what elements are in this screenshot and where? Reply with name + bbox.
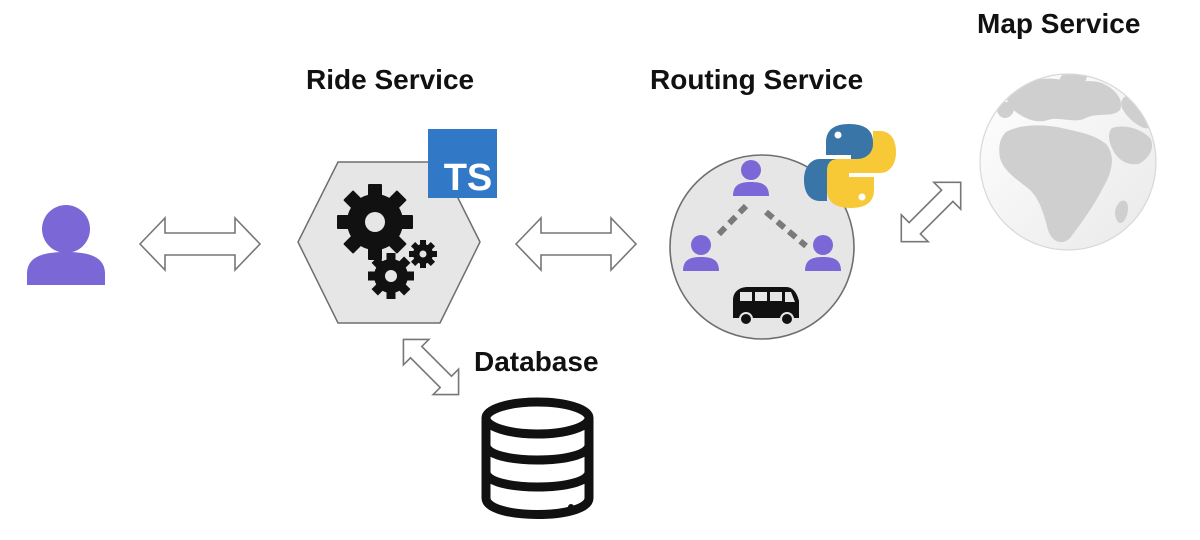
ride-service-title: Ride Service bbox=[306, 64, 475, 95]
rider-icon-top bbox=[733, 160, 769, 196]
database-icon bbox=[481, 397, 594, 519]
routing-service-title: Routing Service bbox=[650, 64, 864, 95]
ride-database-double-arrow bbox=[402, 338, 460, 396]
client-ride-double-arrow bbox=[138, 216, 262, 272]
database-title: Database bbox=[474, 346, 599, 377]
python-logo bbox=[804, 124, 896, 208]
rider-icon-left bbox=[683, 235, 719, 271]
typescript-badge-text: TS bbox=[444, 157, 493, 199]
globe-icon bbox=[979, 73, 1157, 251]
routing-map-double-arrow bbox=[900, 181, 962, 243]
ride-routing-double-arrow bbox=[514, 216, 638, 272]
gears-icon bbox=[337, 184, 437, 299]
van-icon bbox=[733, 287, 799, 326]
rider-icon-right bbox=[805, 235, 841, 271]
routing-service-node bbox=[669, 154, 855, 340]
route-lines bbox=[714, 203, 808, 249]
client-user-icon bbox=[27, 205, 105, 285]
map-service-title: Map Service bbox=[977, 8, 1141, 39]
typescript-logo: TS bbox=[428, 129, 497, 199]
